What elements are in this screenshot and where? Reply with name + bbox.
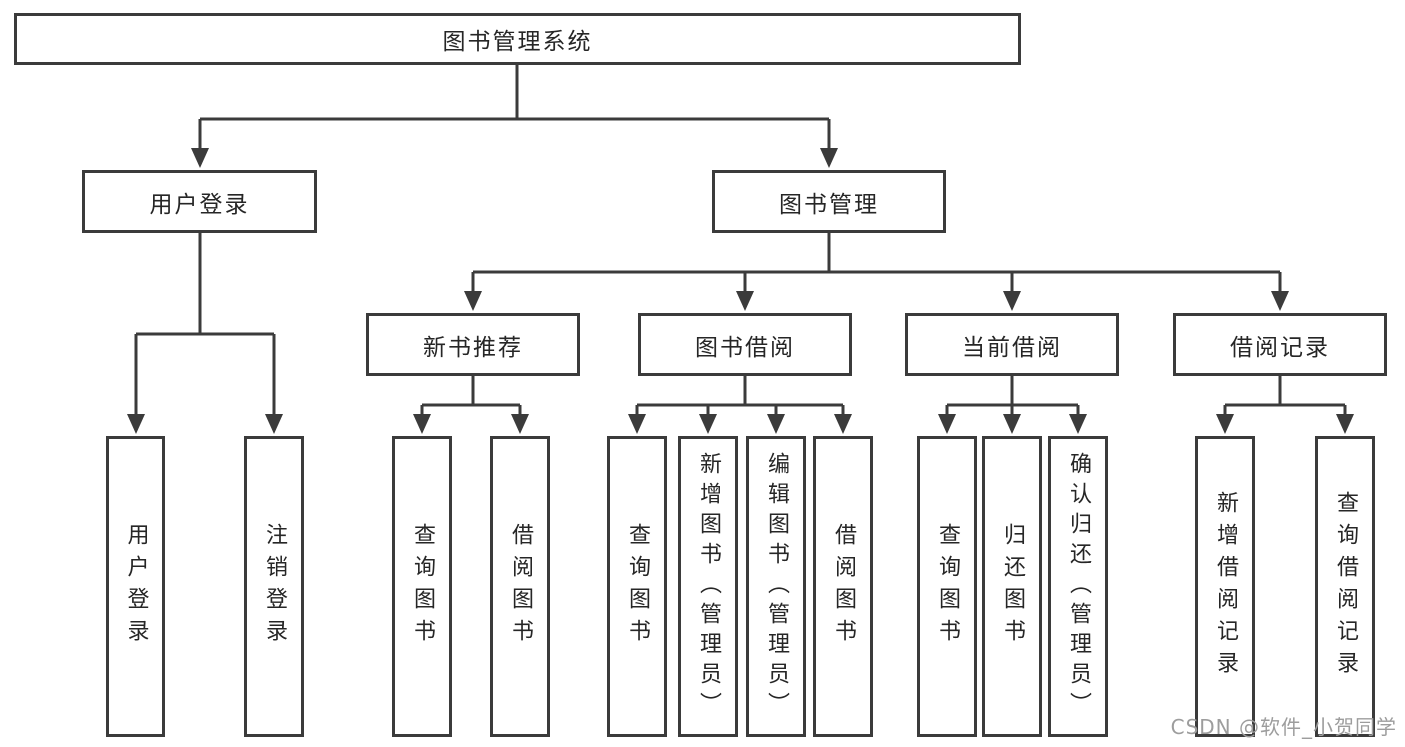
node-label: 借阅图书	[508, 522, 533, 651]
node-label: 查询图书	[935, 522, 960, 651]
node-label: 查询借阅记录	[1333, 490, 1358, 683]
node-label: 归还图书	[1000, 522, 1025, 651]
node-label: 新增借阅记录	[1213, 490, 1238, 683]
node-query-books-3: 查询图书	[917, 436, 977, 737]
node-borrowing-records: 借阅记录	[1173, 313, 1387, 376]
node-label: 图书借阅	[695, 334, 795, 361]
node-edit-books-admin: 编辑图书（管理员）	[746, 436, 806, 737]
node-label: 借阅记录	[1230, 334, 1330, 361]
node-label: 当前借阅	[962, 334, 1062, 361]
watermark-text: CSDN @软件_小贺同学	[1170, 715, 1397, 739]
node-label: 新增图书（管理员）	[696, 451, 721, 722]
node-label: 图书管理	[779, 191, 879, 218]
node-current-borrowing: 当前借阅	[905, 313, 1119, 376]
node-label: 确认归还（管理员）	[1066, 451, 1091, 722]
node-label: 图书管理系统	[442, 29, 593, 55]
node-query-books-1: 查询图书	[392, 436, 452, 737]
node-label: 注销登录	[262, 522, 287, 651]
node-label: 查询图书	[410, 522, 435, 651]
arrowheads	[127, 148, 1354, 434]
node-confirm-return-admin: 确认归还（管理员）	[1048, 436, 1108, 737]
node-borrow-books-1: 借阅图书	[490, 436, 550, 737]
node-add-borrow-record: 新增借阅记录	[1195, 436, 1255, 737]
node-add-books-admin: 新增图书（管理员）	[678, 436, 738, 737]
node-query-books-2: 查询图书	[607, 436, 667, 737]
node-label: 编辑图书（管理员）	[764, 451, 789, 722]
node-user-login: 用户登录	[82, 170, 317, 233]
node-library-management-system: 图书管理系统	[14, 13, 1021, 65]
node-label: 新书推荐	[423, 334, 523, 361]
node-book-management: 图书管理	[712, 170, 946, 233]
node-label: 用户登录	[149, 191, 250, 218]
node-label: 借阅图书	[831, 522, 856, 651]
connector-lines	[134, 63, 1347, 418]
node-borrow-books-2: 借阅图书	[813, 436, 873, 737]
node-user-login-action: 用户登录	[106, 436, 165, 737]
node-return-books: 归还图书	[982, 436, 1042, 737]
node-book-borrowing: 图书借阅	[638, 313, 852, 376]
node-label: 查询图书	[625, 522, 650, 651]
node-label: 用户登录	[123, 522, 149, 651]
node-query-borrow-record: 查询借阅记录	[1315, 436, 1375, 737]
node-logout: 注销登录	[244, 436, 304, 737]
node-new-book-recommend: 新书推荐	[366, 313, 580, 376]
